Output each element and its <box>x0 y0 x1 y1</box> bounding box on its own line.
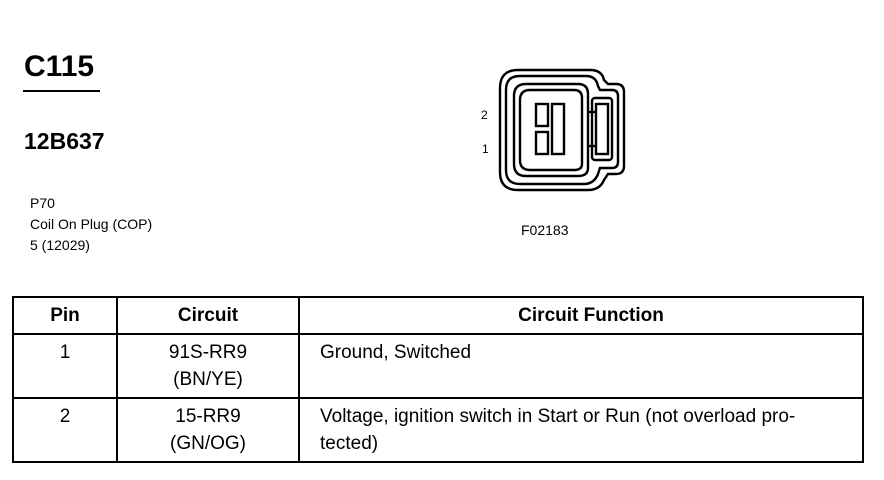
connector-id: C115 <box>24 50 95 83</box>
connector-description: P70 Coil On Plug (COP) 5 (12029) <box>30 193 152 256</box>
title-underline <box>23 90 100 92</box>
figure-code: F02183 <box>521 222 569 238</box>
table-row: 2 15-RR9 (GN/OG) Voltage, ignition switc… <box>12 397 864 463</box>
wire-color: (GN/OG) <box>170 433 246 454</box>
pin-label-1: 1 <box>482 142 489 156</box>
pin-label-2: 2 <box>481 108 488 122</box>
table-row: 1 91S-RR9 (BN/YE) Ground, Switched <box>12 333 864 399</box>
description-line: Coil On Plug (COP) <box>30 216 153 232</box>
function-cell: Voltage, ignition switch in Start or Run… <box>298 397 864 463</box>
function-text: Voltage, ignition switch in Start or Run… <box>320 406 796 427</box>
function-cell: Ground, Switched <box>298 333 864 399</box>
table-header-row: Pin Circuit Circuit Function <box>12 296 864 335</box>
column-header-pin: Pin <box>12 296 118 335</box>
column-header-function: Circuit Function <box>298 296 864 335</box>
circuit-code: 15-RR9 <box>175 406 241 427</box>
description-line: P70 <box>30 195 55 211</box>
pin-cell: 1 <box>12 333 118 399</box>
circuit-cell: 15-RR9 (GN/OG) <box>116 397 300 463</box>
function-text-continued: tected) <box>320 433 379 454</box>
connector-face-diagram <box>498 68 626 192</box>
wire-color: (BN/YE) <box>173 369 243 390</box>
part-number: 12B637 <box>24 128 105 154</box>
pin-cell: 2 <box>12 397 118 463</box>
circuit-cell: 91S-RR9 (BN/YE) <box>116 333 300 399</box>
pinout-table: Pin Circuit Circuit Function 1 91S-RR9 (… <box>12 296 864 463</box>
circuit-code: 91S-RR9 <box>168 342 248 363</box>
column-header-circuit: Circuit <box>116 296 300 335</box>
function-text: Ground, Switched <box>320 342 472 363</box>
description-line: 5 (12029) <box>30 237 90 253</box>
